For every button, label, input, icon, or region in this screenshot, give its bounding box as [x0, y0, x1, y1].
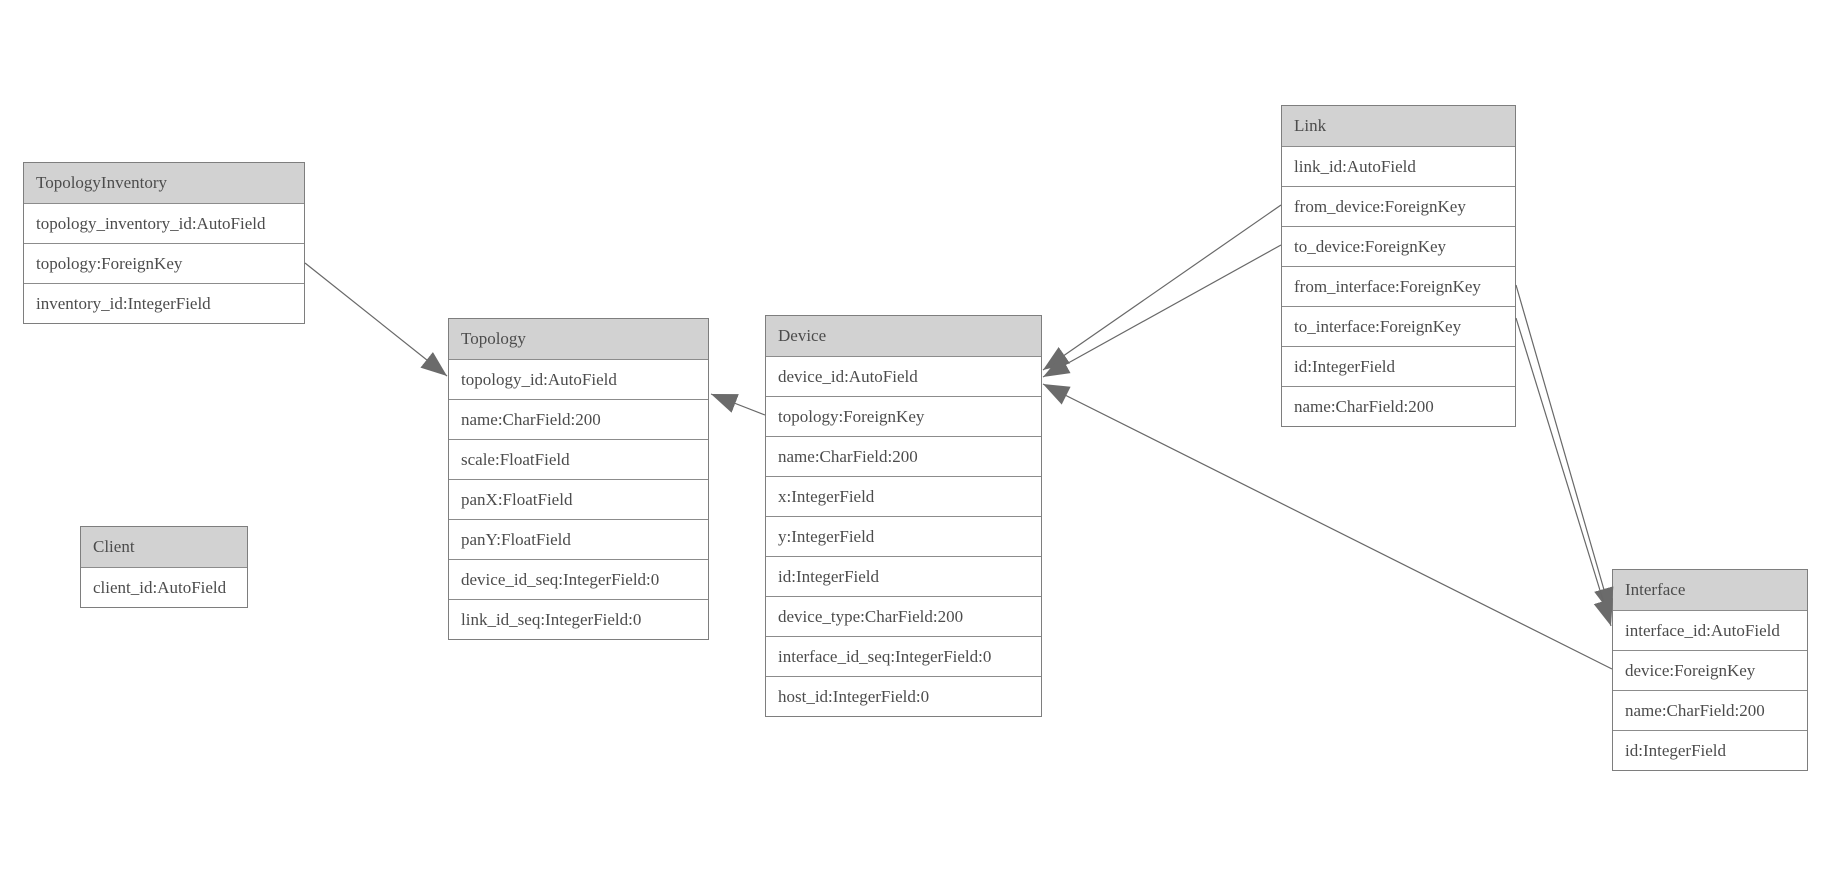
- relation-link-to_device-fk: [1042, 244, 1282, 378]
- entity-field-row: from_interface:ForeignKey: [1282, 266, 1515, 306]
- entity-field-row: device_type:CharField:200: [766, 596, 1041, 636]
- entity-field-row: panX:FloatField: [449, 479, 708, 519]
- entity-field-row: name:CharField:200: [766, 436, 1041, 476]
- entity-field-row: panY:FloatField: [449, 519, 708, 559]
- entity-field-row: to_device:ForeignKey: [1282, 226, 1515, 266]
- entity-field-row: topology_inventory_id:AutoField: [24, 203, 304, 243]
- entity-title-client: Client: [81, 527, 247, 567]
- entity-field-row: id:IntegerField: [766, 556, 1041, 596]
- entity-field-row: topology:ForeignKey: [24, 243, 304, 283]
- entity-field-row: id:IntegerField: [1613, 730, 1807, 770]
- entity-field-row: link_id:AutoField: [1282, 146, 1515, 186]
- entity-field-row: to_interface:ForeignKey: [1282, 306, 1515, 346]
- entity-field-row: from_device:ForeignKey: [1282, 186, 1515, 226]
- entity-field-row: topology:ForeignKey: [766, 396, 1041, 436]
- entity-field-row: inventory_id:IntegerField: [24, 283, 304, 323]
- relation-link-to_interface-fk: [1515, 317, 1613, 627]
- entity-field-row: interface_id_seq:IntegerField:0: [766, 636, 1041, 676]
- entity-field-row: x:IntegerField: [766, 476, 1041, 516]
- entity-field-row: link_id_seq:IntegerField:0: [449, 599, 708, 639]
- entity-field-row: topology_id:AutoField: [449, 359, 708, 399]
- entity-field-row: client_id:AutoField: [81, 567, 247, 607]
- relation-topologyinventory-topology-fk: [304, 262, 448, 377]
- entity-title-topology: Topology: [449, 319, 708, 359]
- relation-link-from_device-fk: [1042, 204, 1282, 371]
- entity-field-row: name:CharField:200: [1613, 690, 1807, 730]
- entity-title-device: Device: [766, 316, 1041, 356]
- entity-field-row: device:ForeignKey: [1613, 650, 1807, 690]
- entity-field-row: name:CharField:200: [449, 399, 708, 439]
- entity-field-row: y:IntegerField: [766, 516, 1041, 556]
- entity-title-topologyinventory: TopologyInventory: [24, 163, 304, 203]
- relation-link-from_interface-fk: [1515, 284, 1614, 615]
- entity-field-row: id:IntegerField: [1282, 346, 1515, 386]
- entity-field-row: scale:FloatField: [449, 439, 708, 479]
- entity-title-link: Link: [1282, 106, 1515, 146]
- entity-field-row: device_id:AutoField: [766, 356, 1041, 396]
- entity-field-row: name:CharField:200: [1282, 386, 1515, 426]
- relation-device-topology-fk: [710, 393, 766, 416]
- entity-field-row: host_id:IntegerField:0: [766, 676, 1041, 716]
- entity-field-row: interface_id:AutoField: [1613, 610, 1807, 650]
- entity-title-interface: Interface: [1613, 570, 1807, 610]
- entity-field-row: device_id_seq:IntegerField:0: [449, 559, 708, 599]
